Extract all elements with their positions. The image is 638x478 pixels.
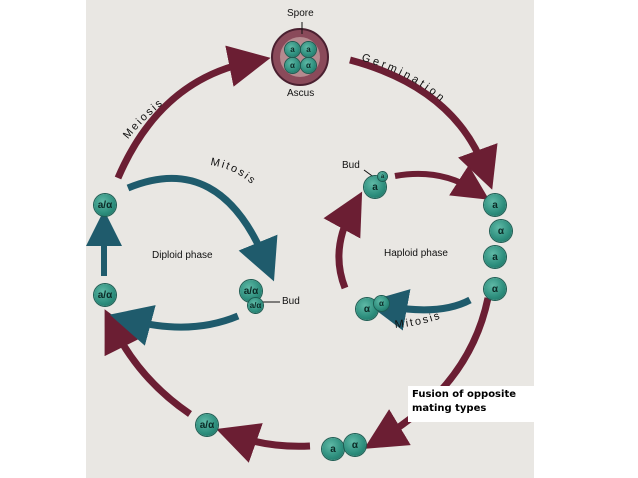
haploid-cell-a-1: a	[484, 194, 506, 216]
haploid-cell-alpha-2: α	[484, 278, 506, 300]
diploid-mitosis-arrow	[126, 174, 278, 282]
to-fusion-arrow	[364, 297, 492, 449]
bud-right-label: Bud	[342, 160, 360, 171]
haploid-alpha-bud: α	[374, 296, 389, 311]
ascus-spore-1: a	[285, 42, 300, 57]
haploid-alpha-parent: α	[356, 298, 378, 320]
ascus-label: Ascus	[287, 88, 315, 99]
ascus-inner	[280, 37, 320, 77]
diploid-return-arrow	[104, 309, 192, 417]
diploid-cell-mid: a/α	[94, 284, 116, 306]
haploid-left-arrow	[323, 191, 363, 290]
haploid-mitosis-arrow	[365, 289, 472, 331]
fusion-to-diploid-arrow	[216, 423, 311, 463]
budding-diploid-cell: a/α	[240, 280, 262, 302]
diploid-bud-return-arrow	[109, 305, 240, 346]
diploid-cell-bottom: a/α	[196, 414, 218, 436]
meiosis-arrow	[114, 45, 271, 180]
haploid-cell-alpha-1: α	[490, 220, 512, 242]
haploid-bud-child: a	[378, 172, 387, 181]
ascus-spore-2: a	[301, 42, 316, 57]
diploid-cell-top: a/α	[94, 194, 116, 216]
mitosis-left-label: Mitosis	[210, 156, 259, 188]
fusion-note: Fusion of opposite mating types	[408, 386, 534, 422]
spore-label: Spore	[287, 8, 314, 19]
haploid-bud-parent: a	[364, 176, 386, 198]
budding-diploid-bud: a/α	[248, 298, 263, 313]
germination-arrow	[349, 56, 498, 190]
ascus-spore-4: α	[301, 58, 316, 73]
diploid-phase-label: Diploid phase	[152, 250, 213, 261]
haploid-bud-arrow	[394, 165, 490, 200]
ascus-spore-3: α	[285, 58, 300, 73]
haploid-cell-a-2: a	[484, 246, 506, 268]
fusion-cell-a: a	[322, 438, 344, 460]
bud-left-label: Bud	[282, 296, 300, 307]
fusion-cell-alpha: α	[344, 434, 366, 456]
haploid-phase-label: Haploid phase	[384, 248, 448, 259]
germination-label: Germination	[360, 52, 448, 106]
